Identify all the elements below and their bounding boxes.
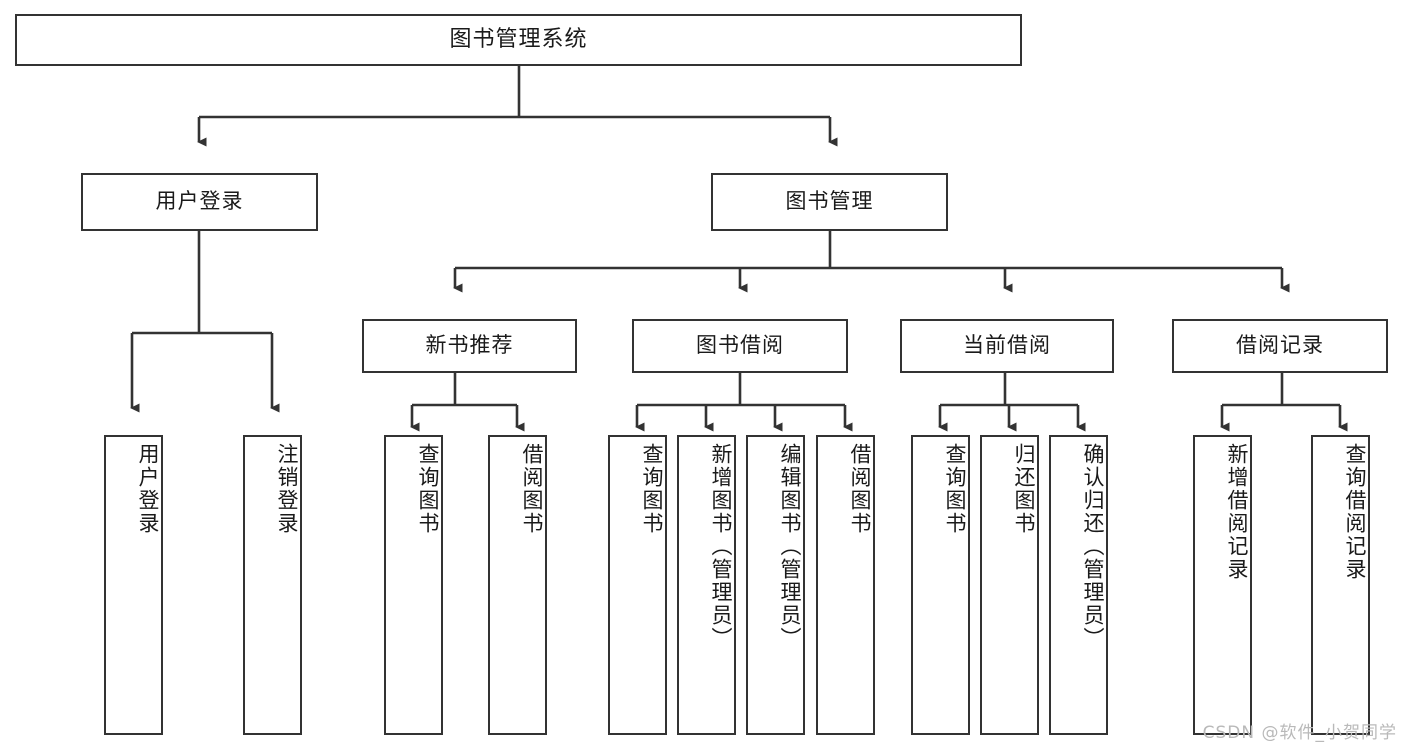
leaf-query-book-current[interactable]: 查询图书 [911, 435, 970, 735]
node-book-management[interactable]: 图书管理 [711, 173, 948, 231]
node-label: 归还图书 [1012, 443, 1036, 535]
leaf-borrow-book[interactable]: 借阅图书 [816, 435, 875, 735]
csdn-watermark: CSDN @软件_小贺同学 [1202, 723, 1397, 743]
node-root-book-management-system[interactable]: 图书管理系统 [15, 14, 1022, 66]
node-label: 编辑图书（管理员） [778, 443, 802, 650]
leaf-borrow-book-new[interactable]: 借阅图书 [488, 435, 547, 735]
node-label: 当前借阅 [963, 333, 1051, 358]
node-user-login[interactable]: 用户登录 [81, 173, 318, 231]
node-borrow-record[interactable]: 借阅记录 [1172, 319, 1388, 373]
node-new-book-recommend[interactable]: 新书推荐 [362, 319, 577, 373]
node-label: 用户登录 [136, 443, 160, 535]
leaf-add-borrow-record[interactable]: 新增借阅记录 [1193, 435, 1252, 735]
leaf-return-book[interactable]: 归还图书 [980, 435, 1039, 735]
node-label: 用户登录 [155, 189, 244, 214]
node-label: 新书推荐 [425, 333, 514, 358]
leaf-query-borrow-record[interactable]: 查询借阅记录 [1311, 435, 1370, 735]
node-label: 新增图书（管理员） [709, 443, 733, 650]
node-book-borrow[interactable]: 图书借阅 [632, 319, 848, 373]
leaf-user-login[interactable]: 用户登录 [104, 435, 163, 735]
leaf-logout[interactable]: 注销登录 [243, 435, 302, 735]
node-label: 图书管理系统 [449, 26, 588, 52]
leaf-query-book-borrow[interactable]: 查询图书 [608, 435, 667, 735]
node-label: 图书管理 [785, 189, 874, 214]
leaf-add-book-admin[interactable]: 新增图书（管理员） [677, 435, 736, 735]
node-label: 借阅图书 [520, 443, 544, 535]
node-label: 借阅图书 [848, 443, 872, 535]
node-label: 注销登录 [275, 443, 299, 535]
node-current-borrow[interactable]: 当前借阅 [900, 319, 1114, 373]
leaf-query-book-new[interactable]: 查询图书 [384, 435, 443, 735]
leaf-edit-book-admin[interactable]: 编辑图书（管理员） [746, 435, 805, 735]
node-label: 借阅记录 [1236, 333, 1324, 358]
node-label: 查询图书 [943, 443, 967, 535]
node-label: 查询图书 [416, 443, 440, 535]
node-label: 确认归还（管理员） [1081, 443, 1105, 650]
leaf-confirm-return-admin[interactable]: 确认归还（管理员） [1049, 435, 1108, 735]
node-label: 新增借阅记录 [1225, 443, 1249, 581]
node-label: 图书借阅 [696, 333, 784, 358]
node-label: 查询借阅记录 [1343, 443, 1367, 581]
node-label: 查询图书 [640, 443, 664, 535]
